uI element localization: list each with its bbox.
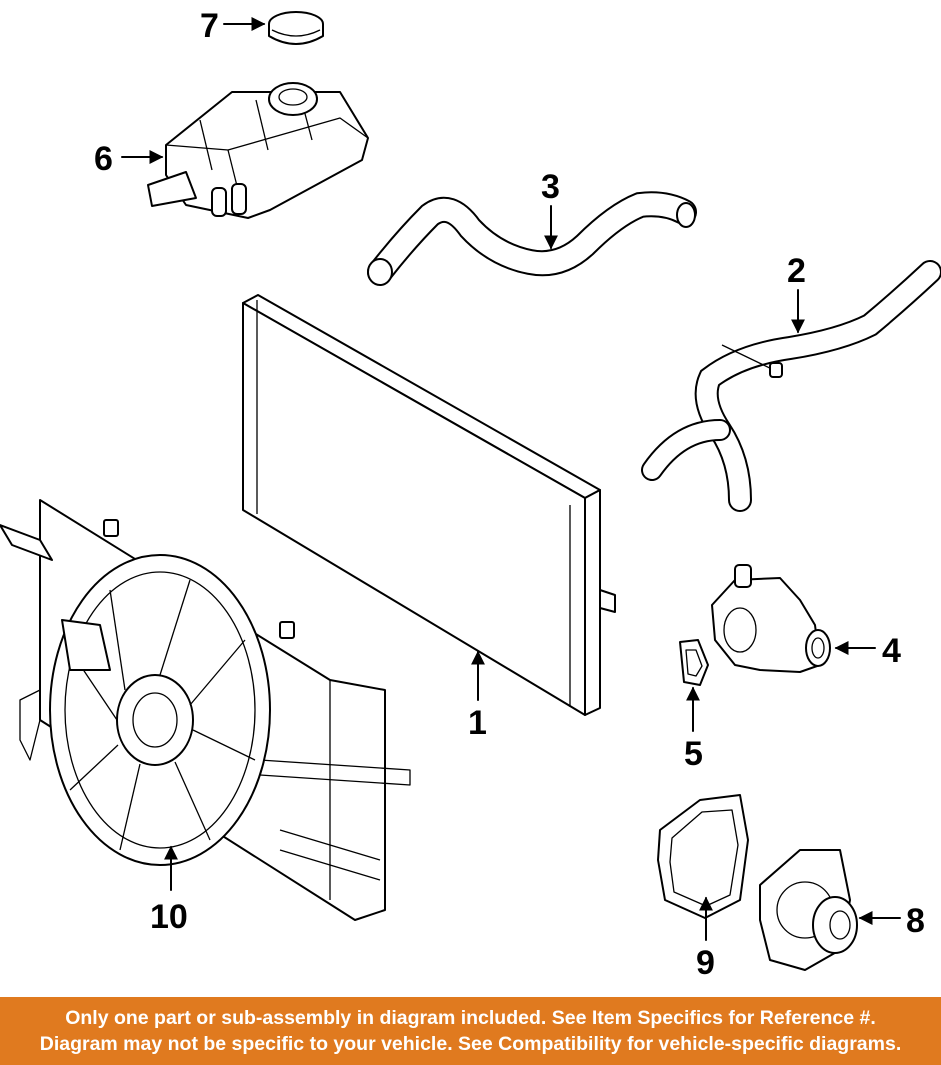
callout-10: 10	[150, 898, 188, 936]
callout-7: 7	[200, 7, 219, 45]
cooling-system-diagram: 7 6 3 2 1 4 5 10 9 8	[0, 7, 941, 982]
disclaimer-banner: Only one part or sub-assembly in diagram…	[0, 997, 941, 1065]
part-5-seal	[679, 639, 709, 686]
part-2-lower-hose	[641, 260, 941, 512]
callout-5: 5	[684, 735, 703, 773]
part-7-reservoir-cap	[268, 11, 324, 45]
part-1-radiator	[242, 294, 616, 716]
callout-3: 3	[541, 168, 560, 206]
callout-2: 2	[787, 252, 806, 290]
leader-lines	[121, 17, 901, 941]
callout-8: 8	[906, 902, 925, 940]
disclaimer-line-1: Only one part or sub-assembly in diagram…	[65, 1007, 876, 1029]
disclaimer-line-2: Diagram may not be specific to your vehi…	[39, 1033, 902, 1055]
callout-1: 1	[468, 704, 487, 742]
part-9-gasket	[657, 794, 749, 919]
callout-6: 6	[94, 140, 113, 178]
callout-4: 4	[882, 632, 901, 670]
part-6-coolant-reservoir	[147, 82, 369, 219]
part-3-upper-hose	[367, 191, 697, 286]
callout-9: 9	[696, 944, 715, 982]
part-4-thermostat-housing	[711, 564, 831, 673]
part-8-water-pump	[759, 849, 858, 971]
callout-numbers: 7 6 3 2 1 4 5 10 9 8	[94, 7, 925, 982]
part-10-fan-shroud	[0, 499, 411, 921]
